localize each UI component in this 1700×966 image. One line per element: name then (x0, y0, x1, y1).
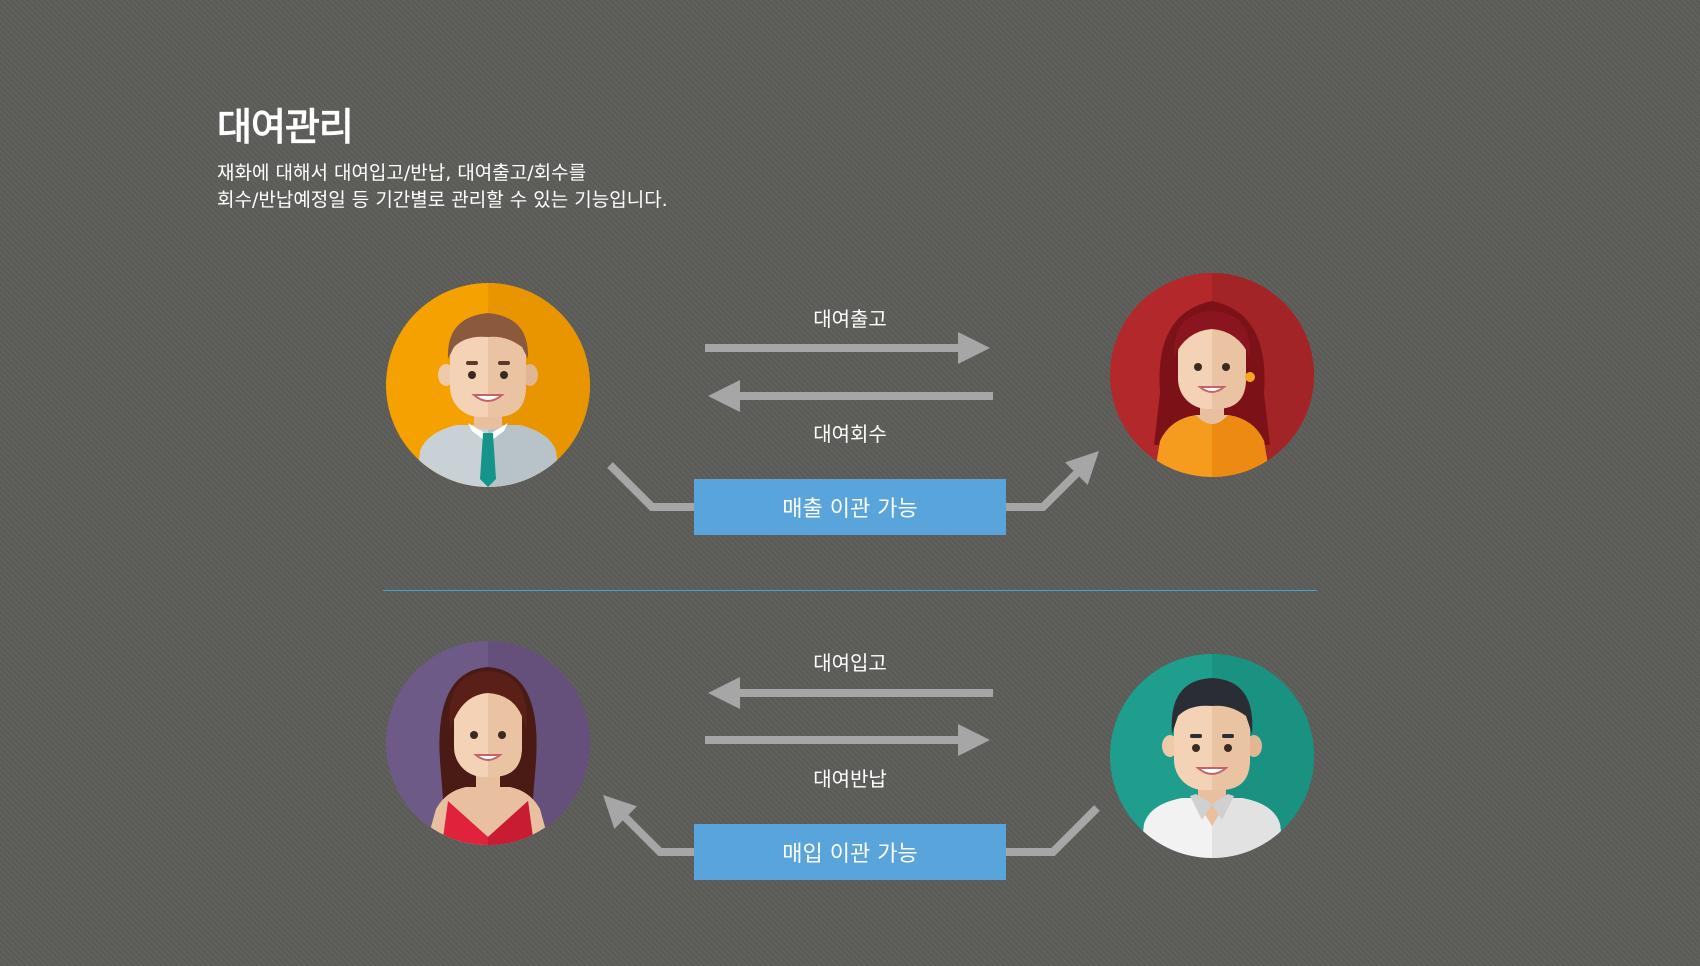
connector-bottom-right (1005, 805, 1100, 856)
section-divider (383, 590, 1317, 591)
connector-bottom-left (603, 795, 694, 856)
description-line-1: 재화에 대해서 대여입고/반납, 대여출고/회수를 (217, 162, 587, 184)
woman-redhair-avatar-icon (1110, 273, 1314, 477)
label-rental-in: 대여입고 (813, 651, 887, 675)
connector-top-left (607, 462, 694, 511)
sales-transfer-box: 매출 이관 가능 (694, 479, 1006, 535)
woman-red-dress-avatar-icon (386, 641, 590, 845)
label-rental-collect: 대여회수 (813, 422, 887, 446)
purchase-transfer-box: 매입 이관 가능 (694, 824, 1006, 880)
page-description: 재화에 대해서 대여입고/반납, 대여출고/회수를 회수/반납예정일 등 기간별… (217, 160, 668, 214)
man-white-shirt-avatar-icon (1110, 654, 1314, 858)
man-tie-avatar-icon (386, 283, 590, 487)
description-line-2: 회수/반납예정일 등 기간별로 관리할 수 있는 기능입니다. (217, 189, 668, 211)
label-rental-return: 대여반납 (813, 767, 887, 791)
page-title: 대여관리 (217, 105, 354, 149)
label-rental-out: 대여출고 (813, 307, 887, 331)
connector-top-right (1005, 451, 1099, 511)
